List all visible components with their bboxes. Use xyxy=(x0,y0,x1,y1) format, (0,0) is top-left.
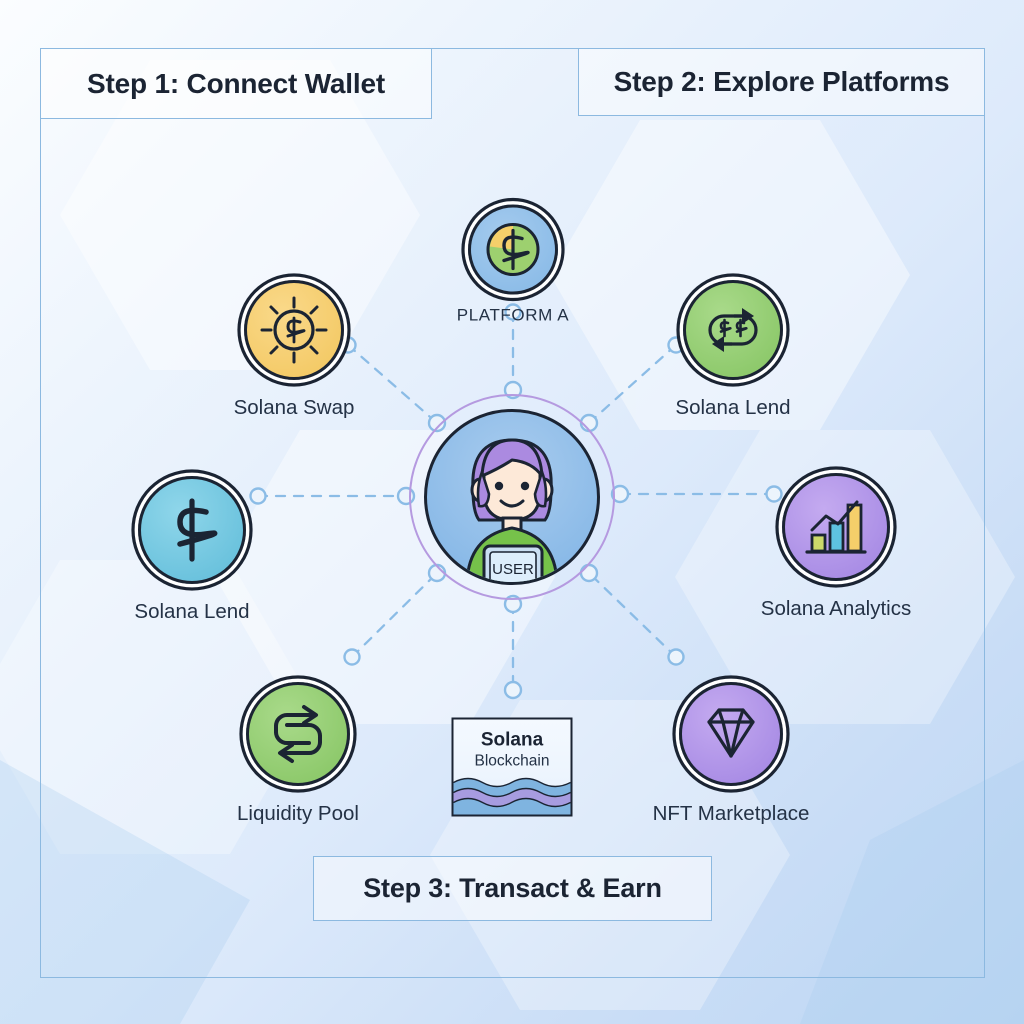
hub-ring xyxy=(409,394,615,600)
node-solana-swap[interactable]: Solana Swap xyxy=(179,280,409,420)
node-solana-swap-label: Solana Swap xyxy=(233,396,355,419)
node-solana-lend-right-label: Solana Lend xyxy=(675,396,791,419)
step-3-label: Step 3: Transact & Earn xyxy=(363,873,662,903)
user-avatar-icon: USER xyxy=(465,438,559,582)
blockchain-card-subtitle: Blockchain xyxy=(474,752,550,770)
sun-dollar-icon xyxy=(260,296,328,364)
solana-lend-left-icon-disc[interactable] xyxy=(138,476,246,584)
node-nft-marketplace[interactable]: NFT Marketplace xyxy=(616,682,846,826)
blockchain-card-text: Solana Blockchain xyxy=(454,720,571,771)
step-1-label: Step 1: Connect Wallet xyxy=(87,67,385,99)
step-1-connect-wallet-box[interactable]: Step 1: Connect Wallet xyxy=(40,48,432,119)
bar-chart-growth-icon xyxy=(805,500,867,554)
node-liquidity-pool[interactable]: Liquidity Pool xyxy=(183,682,413,826)
step-2-explore-platforms-box[interactable]: Step 2: Explore Platforms xyxy=(578,48,985,116)
central-user-hub[interactable]: USER xyxy=(409,394,615,600)
solana-swap-icon-disc[interactable] xyxy=(244,280,344,380)
solana-lend-right-icon-disc[interactable] xyxy=(683,280,783,380)
node-platform-a-label: PLATFORM A xyxy=(456,305,570,325)
avatar[interactable]: USER xyxy=(424,409,600,585)
node-liquidity-pool-label: Liquidity Pool xyxy=(237,802,359,825)
node-solana-analytics-label: Solana Analytics xyxy=(760,597,912,620)
node-nft-marketplace-label: NFT Marketplace xyxy=(652,802,810,825)
blockchain-wave-icon xyxy=(453,777,571,815)
platform-a-icon-disc[interactable] xyxy=(468,204,558,295)
node-platform-a[interactable]: PLATFORM A xyxy=(398,204,628,326)
node-solana-analytics[interactable]: Solana Analytics xyxy=(721,473,951,621)
nft-marketplace-icon-disc[interactable] xyxy=(679,682,783,786)
step-2-label: Step 2: Explore Platforms xyxy=(613,66,950,97)
dollar-sign-icon xyxy=(177,498,218,562)
step-3-transact-earn-box[interactable]: Step 3: Transact & Earn xyxy=(313,856,712,921)
diamond-gem-icon xyxy=(707,708,755,758)
diagram-frame xyxy=(40,48,985,978)
swap-arrows-icon xyxy=(274,705,322,763)
blockchain-card-title: Solana xyxy=(480,729,544,751)
solana-blockchain-card[interactable]: Solana Blockchain xyxy=(451,717,573,817)
double-dollar-exchange-icon xyxy=(708,308,758,352)
hub-user-text: USER xyxy=(492,561,534,578)
node-solana-lend-left-label: Solana Lend xyxy=(134,600,250,623)
dollar-coin-icon xyxy=(486,223,540,276)
node-solana-lend-right[interactable]: Solana Lend xyxy=(618,280,848,420)
solana-analytics-icon-disc[interactable] xyxy=(782,473,890,581)
liquidity-pool-icon-disc[interactable] xyxy=(246,682,350,786)
node-solana-lend-left[interactable]: Solana Lend xyxy=(77,476,307,624)
